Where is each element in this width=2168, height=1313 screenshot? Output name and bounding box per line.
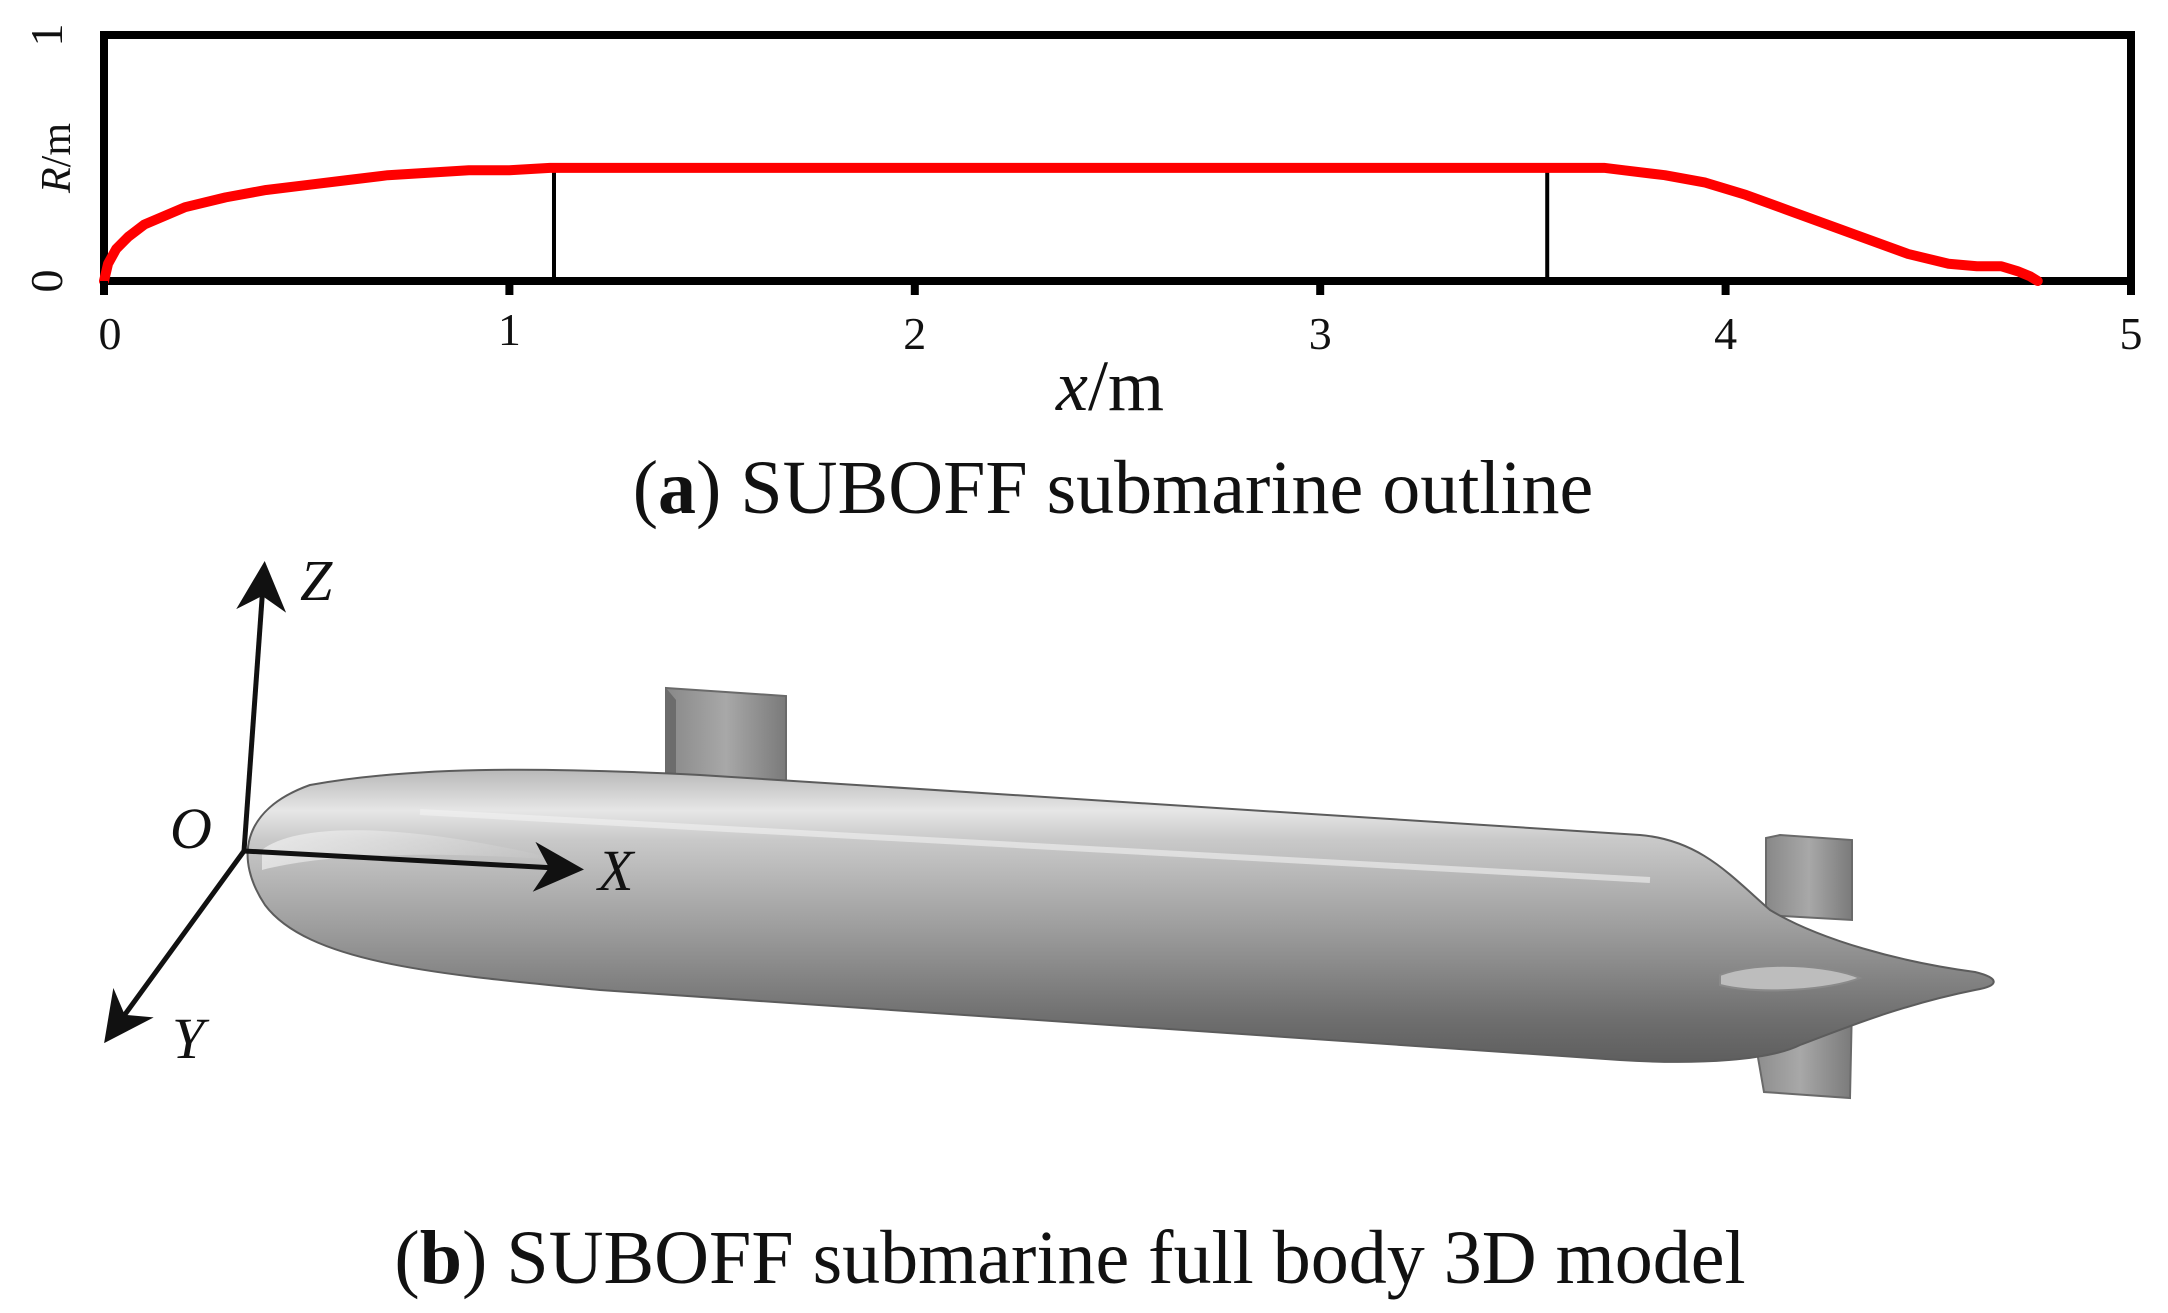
x-tick-label-2: 2 (903, 308, 926, 359)
nose-highlight (262, 830, 560, 870)
y-tick-label-0: 0 (21, 270, 72, 293)
x-axis-unit: /m (1088, 346, 1164, 426)
submarine-3d-model (246, 686, 1995, 1100)
origin-label: O (170, 796, 212, 861)
hull (246, 768, 1995, 1063)
caption-a-text: SUBOFF submarine outline (721, 446, 1593, 530)
y-tick-label-1: 1 (21, 24, 72, 47)
x-axis-label: x/m (1055, 346, 1164, 426)
coordinate-axes: Z X Y O (104, 548, 636, 1071)
x-tick-label-1: 1 (498, 304, 521, 355)
plot-frame (100, 31, 2135, 285)
z-axis-arrow (236, 561, 287, 852)
caption-a-letter: a (658, 446, 696, 530)
z-axis-label: Z (300, 548, 333, 613)
chart-marks (99, 162, 2043, 286)
series-line-1 (99, 162, 2043, 286)
chart-ticks: 0 1 2 3 4 5 0 1 (21, 24, 2143, 360)
caption-b: (b) SUBOFF submarine full body 3D model (394, 1216, 1745, 1300)
sail-side (666, 688, 676, 790)
caption-a: (a) SUBOFF submarine outline (633, 446, 1594, 530)
caption-b-text: SUBOFF submarine full body 3D model (487, 1216, 1745, 1300)
y-axis-unit: /m (34, 123, 80, 168)
x-tick-label-4: 4 (1714, 308, 1737, 359)
y-axis-label-3d: Y (172, 1006, 210, 1071)
y-axis-var: R (34, 167, 80, 194)
caption-b-letter: b (420, 1216, 462, 1300)
upper-rudder (1765, 833, 1853, 922)
x-axis-label-3d: X (596, 838, 636, 903)
x-axis-var: x (1055, 346, 1088, 426)
x-axis-arrow (243, 841, 584, 892)
hull-shine (419, 809, 1651, 883)
x-tick-label-5: 5 (2120, 308, 2143, 359)
y-axis-label: R/m (34, 123, 80, 194)
y-axis-arrow (104, 849, 247, 1044)
stern-plane (1719, 964, 1863, 992)
x-tick-label-3: 3 (1309, 308, 1332, 359)
outline-chart: 0 1 2 3 4 5 0 1 x/m R/m (21, 24, 2143, 427)
x-tick-label-0: 0 (99, 308, 122, 359)
